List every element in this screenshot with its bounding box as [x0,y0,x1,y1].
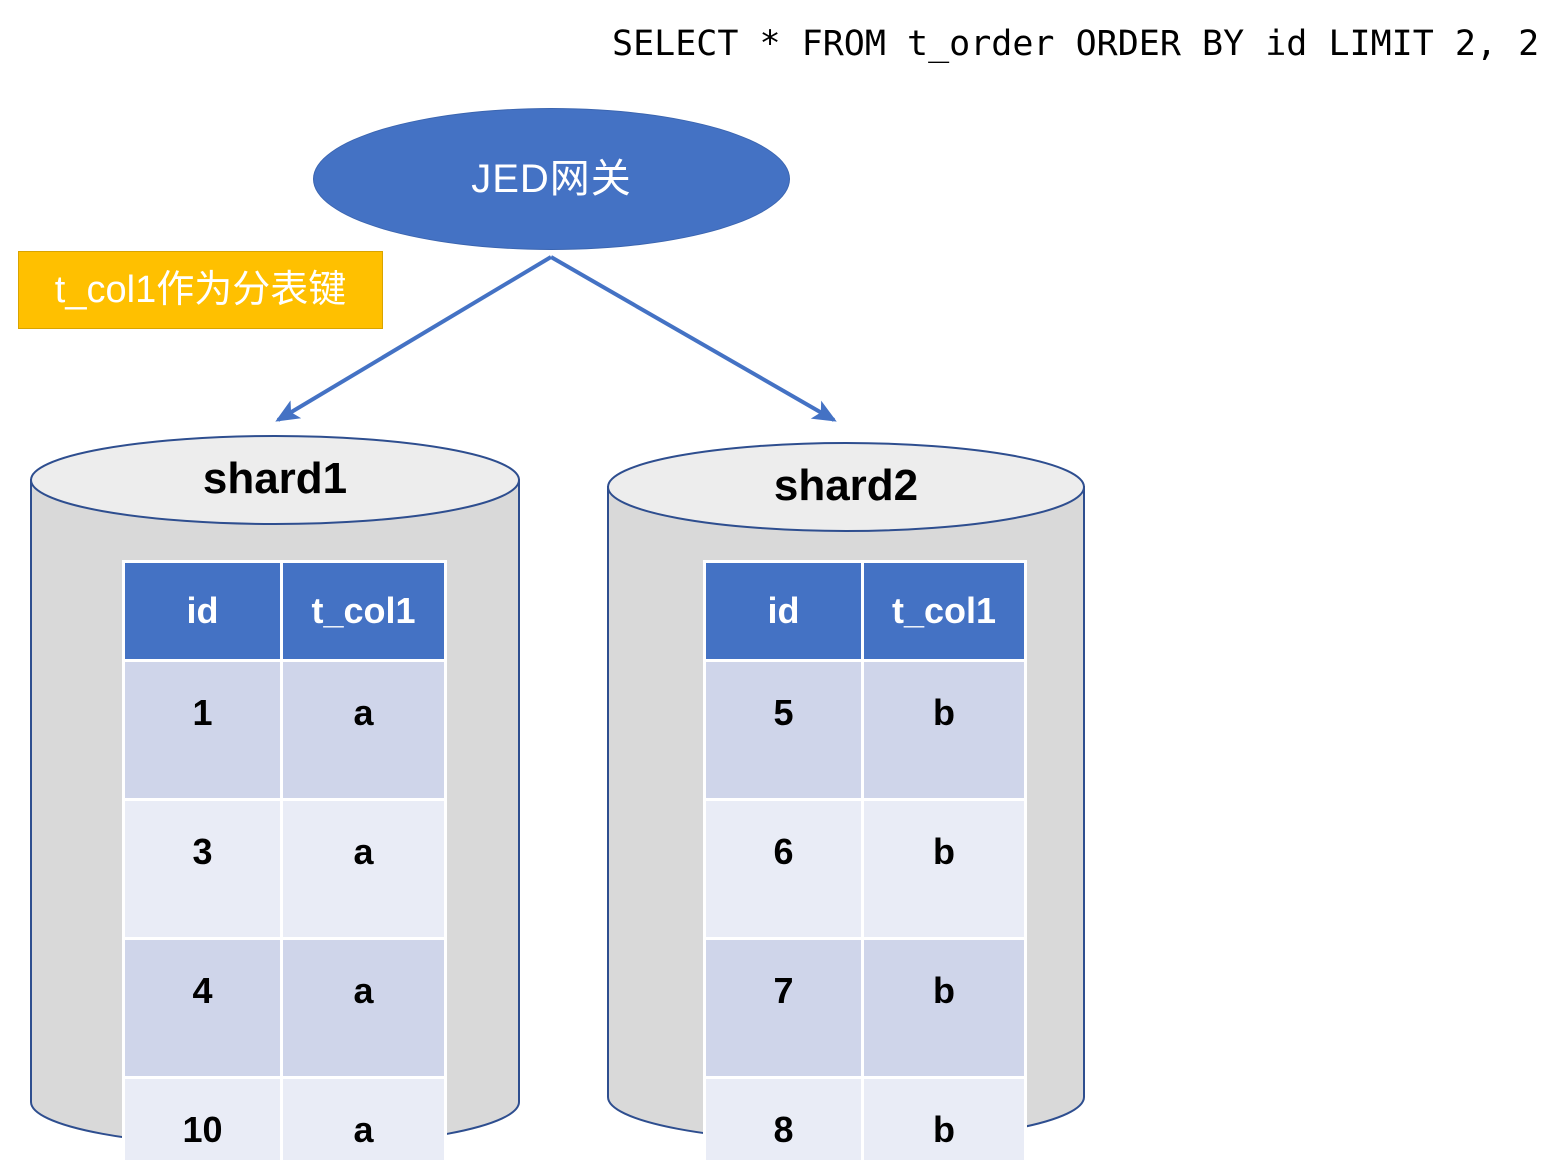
shard1-cell-id: 3 [125,801,280,937]
shard1-table-row: 10 a [125,1079,444,1160]
shard2-title: shard2 [773,461,919,510]
shard2-cell-t_col1: b [864,662,1024,798]
shard1-table-row: 4 a [125,940,444,1076]
shard1-cell-t_col1: a [283,1079,444,1160]
shard-key-note-label: t_col1作为分表键 [54,269,347,311]
shard2-cell-id: 6 [706,801,861,937]
shard1-cell-t_col1: a [283,801,444,937]
jed-gateway-label: JED网关 [471,157,632,201]
shard1-title: shard1 [202,454,348,503]
shard1-table-row: 3 a [125,801,444,937]
shard1-cell-id: 10 [125,1079,280,1160]
shard1-table-row: 1 a [125,662,444,798]
shard1-cell-id: 1 [125,662,280,798]
shard1-col-header-t_col1: t_col1 [283,563,444,659]
shard2-table-row: 6 b [706,801,1024,937]
shard1-col-header-id: id [125,563,280,659]
shard2-table-row: 7 b [706,940,1024,1076]
arrow-gateway-to-shard2 [550,255,837,422]
shard1-cell-t_col1: a [283,662,444,798]
shard2-table-row: 8 b [706,1079,1024,1160]
shard1-cell-t_col1: a [283,940,444,1076]
sql-query-text: SELECT * FROM t_order ORDER BY id LIMIT … [612,24,1540,64]
shard2-cell-t_col1: b [864,940,1024,1076]
shard1-table: id t_col1 1 a 3 a 4 a 10 a [122,560,447,1160]
shard-key-note: t_col1作为分表键 [18,251,383,329]
shard2-cell-id: 8 [706,1079,861,1160]
jed-gateway-node[interactable]: JED网关 [313,108,790,250]
shard2-col-header-id: id [706,563,861,659]
shard2-cell-id: 5 [706,662,861,798]
shard1-cell-id: 4 [125,940,280,1076]
shard2-table-row: 5 b [706,662,1024,798]
shard2-table-header-row: id t_col1 [706,563,1024,659]
shard1-table-header-row: id t_col1 [125,563,444,659]
shard2-cell-t_col1: b [864,801,1024,937]
shard2-table: id t_col1 5 b 6 b 7 b 8 b [703,560,1027,1160]
shard2-cell-t_col1: b [864,1079,1024,1160]
shard2-col-header-t_col1: t_col1 [864,563,1024,659]
shard2-cell-id: 7 [706,940,861,1076]
